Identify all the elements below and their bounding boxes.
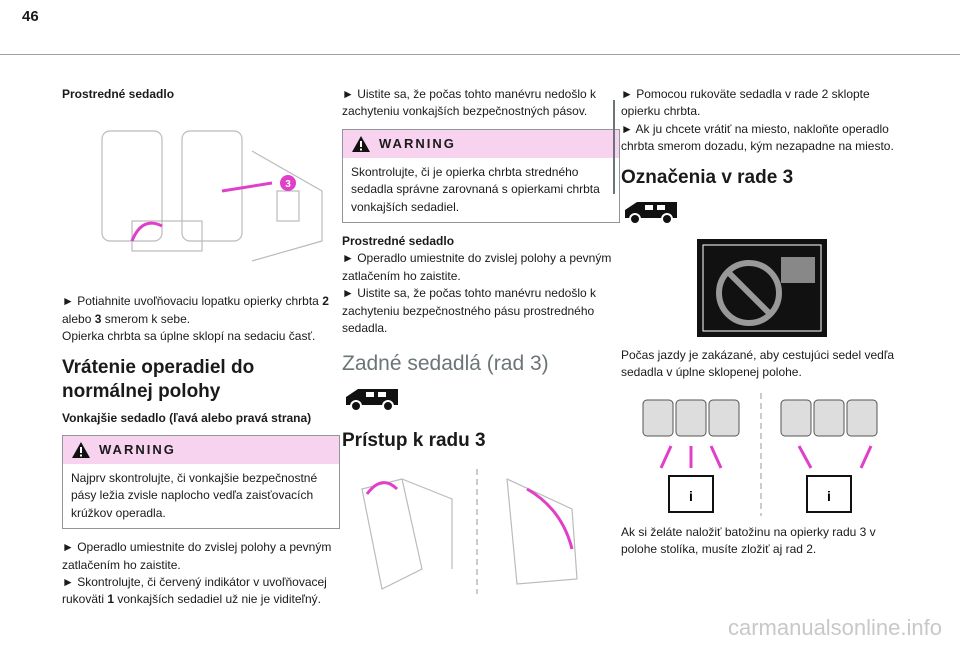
step: ► Uistite sa, že počas tohto manévru ned…	[342, 87, 597, 119]
warning-box: WARNING Najprv skontrolujte, či vonkajši…	[62, 435, 340, 530]
step: ► Operadlo umiestnite do zvislej polohy …	[62, 540, 332, 572]
svg-text:i: i	[689, 488, 693, 504]
van-icon	[346, 389, 398, 413]
watermark: carmanualsonline.info	[727, 615, 942, 640]
warning-text: Skontrolujte, či je opierka chrbta stred…	[351, 164, 600, 214]
page-number: 46	[22, 8, 39, 25]
step: ► Operadlo umiestnite do zvislej polohy …	[342, 251, 612, 283]
step: ► Skontrolujte, či červený indikátor v u…	[62, 575, 327, 607]
column-1: Prostredné sedadlo 3 ► Potiahnite uvoľňo…	[62, 86, 340, 609]
step: ► Ak ju chcete vrátiť na miesto, nakloňt…	[621, 121, 894, 154]
column-3: ► Pomocou rukoväte sedadla v rade 2 sklo…	[621, 86, 899, 559]
step: ► Uistite sa, že počas tohto manévru ned…	[342, 286, 597, 336]
step: ► Potiahnite uvoľňovaciu lopatku opierky…	[62, 294, 329, 326]
warning-title: WARNING	[379, 136, 456, 152]
section-heading: Vrátenie operadiel do normálnej polohy	[62, 356, 255, 402]
warning-icon	[72, 442, 90, 459]
manual-book-icon: i	[668, 474, 714, 513]
chapter-title: Zadné sedadlá (rad 3)	[342, 352, 549, 376]
warning-box: WARNING Skontrolujte, či je opierka chrb…	[342, 128, 620, 224]
row3-access-illustration	[361, 468, 578, 594]
warning-title: WARNING	[99, 442, 176, 458]
subheading: Prostredné sedadlo	[342, 234, 455, 249]
subheading: Vonkajšie sedadlo (ľavá alebo pravá stra…	[62, 410, 312, 425]
van-icon	[625, 201, 677, 225]
label-description: Počas jazdy je zakázané, aby cestujúci s…	[621, 348, 894, 380]
manual-book-icon: i	[806, 474, 852, 513]
no-sitting-label-icon	[697, 239, 827, 338]
warning-text: Najprv skontrolujte, či vonkajšie bezpeč…	[71, 471, 318, 520]
column-2: ► Uistite sa, že počas tohto manévru ned…	[342, 86, 620, 604]
section-heading: Prístup k radu 3	[342, 429, 486, 451]
margin-marker	[613, 100, 615, 194]
header-divider	[0, 54, 960, 55]
step: ► Pomocou rukoväte sedadla v rade 2 sklo…	[621, 87, 870, 119]
svg-text:i: i	[827, 488, 831, 504]
middle-seat-fold-illustration: 3	[101, 130, 323, 262]
warning-icon	[352, 135, 370, 152]
section-heading: Označenia v rade 3	[621, 166, 794, 188]
note: Opierka chrbta sa úplne sklopí na sedaci…	[62, 329, 316, 344]
subheading: Prostredné sedadlo	[62, 87, 175, 101]
seat-tray-illustration: i i	[642, 392, 878, 516]
note: Ak si želáte naložiť batožinu na opierky…	[621, 524, 876, 557]
callout-number: 3	[285, 179, 291, 190]
